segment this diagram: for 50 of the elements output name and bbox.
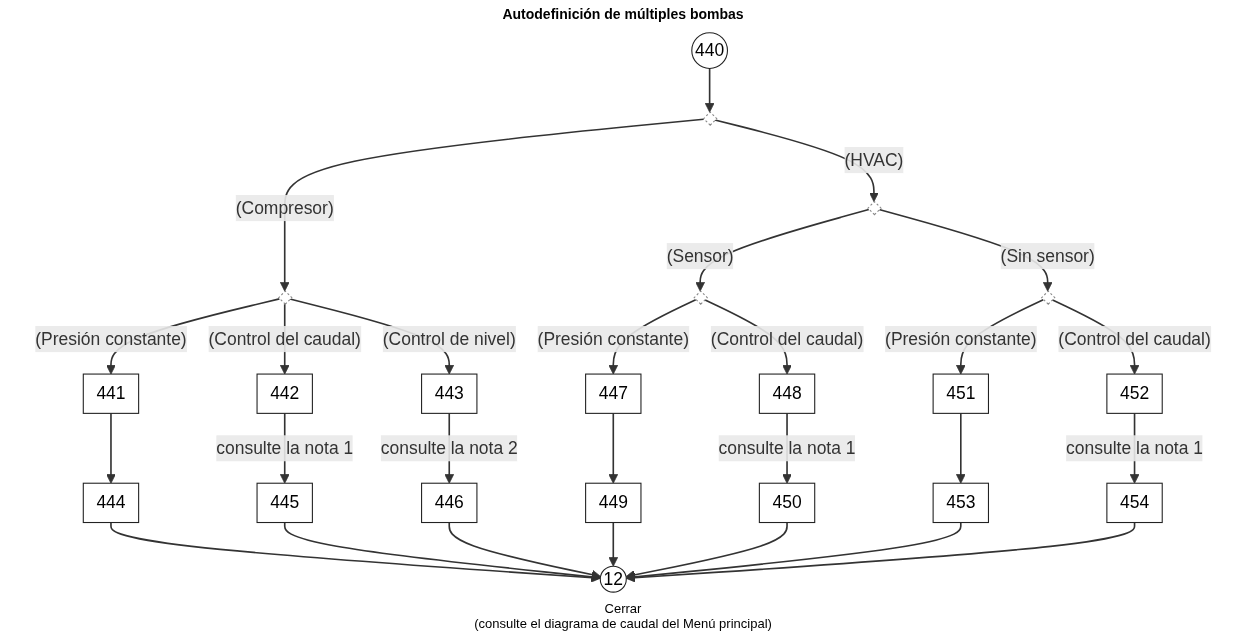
- arrow: [283, 521, 601, 582]
- node-box: 449: [585, 482, 642, 524]
- arrow: [279, 118, 705, 292]
- node-caption: (consulte el diagrama de caudal del Menú principal): [474, 616, 772, 631]
- node-box: 451: [932, 373, 989, 414]
- edge-label: (Sensor): [666, 246, 734, 265]
- edge-label: (Control de nivel): [382, 329, 516, 348]
- node-box: 447: [585, 373, 642, 414]
- node-diamond: [1040, 290, 1056, 305]
- node-box: 446: [421, 482, 478, 524]
- edge-label: (Sin sensor): [1000, 246, 1095, 265]
- node-box: 441: [82, 373, 140, 414]
- node-box: 443: [421, 373, 478, 414]
- edge-label: (Presión constante): [885, 329, 1037, 348]
- edge-label: (Control del caudal): [208, 329, 361, 348]
- node-caption: Cerrar: [603, 601, 643, 616]
- edge-label: (Presión constante): [35, 329, 187, 348]
- node-box: 445: [256, 482, 313, 524]
- arrow: [608, 521, 619, 567]
- edge-label: consulte la nota 1: [216, 438, 354, 458]
- edge-label: consulte la nota 1: [718, 438, 856, 458]
- arrow: [956, 412, 966, 484]
- arrow: [110, 521, 601, 583]
- node-diamond: [277, 290, 293, 305]
- edge-label: consulte la nota 1: [1066, 438, 1203, 458]
- arrow: [625, 521, 1136, 583]
- edge-label: (Compresor): [235, 198, 334, 217]
- node-box: 442: [256, 373, 313, 414]
- edge-label: (HVAC): [844, 150, 904, 169]
- node-diamond: [867, 200, 882, 216]
- node-circle: 440: [691, 32, 729, 69]
- node-box: 450: [758, 482, 816, 524]
- node-box: 453: [932, 482, 989, 524]
- arrow: [608, 412, 619, 484]
- node-box: 448: [758, 373, 816, 414]
- edge-label: (Control del caudal): [1058, 329, 1211, 348]
- node-diamond: [702, 111, 718, 126]
- arrow: [625, 521, 788, 580]
- arrow: [448, 521, 601, 580]
- edge-label: (Presión constante): [537, 329, 690, 348]
- node-box: 444: [82, 482, 140, 524]
- diagram-title: Autodefinición de múltiples bombas: [502, 6, 744, 22]
- node-diamond: [693, 290, 709, 305]
- arrow: [106, 412, 116, 484]
- arrow: [704, 67, 715, 113]
- node-box: 454: [1106, 482, 1163, 524]
- node-box: 452: [1106, 373, 1163, 414]
- edge-label: (Control del caudal): [710, 329, 864, 348]
- edge-label: consulte la nota 2: [380, 438, 518, 458]
- node-circle: 12: [599, 565, 627, 593]
